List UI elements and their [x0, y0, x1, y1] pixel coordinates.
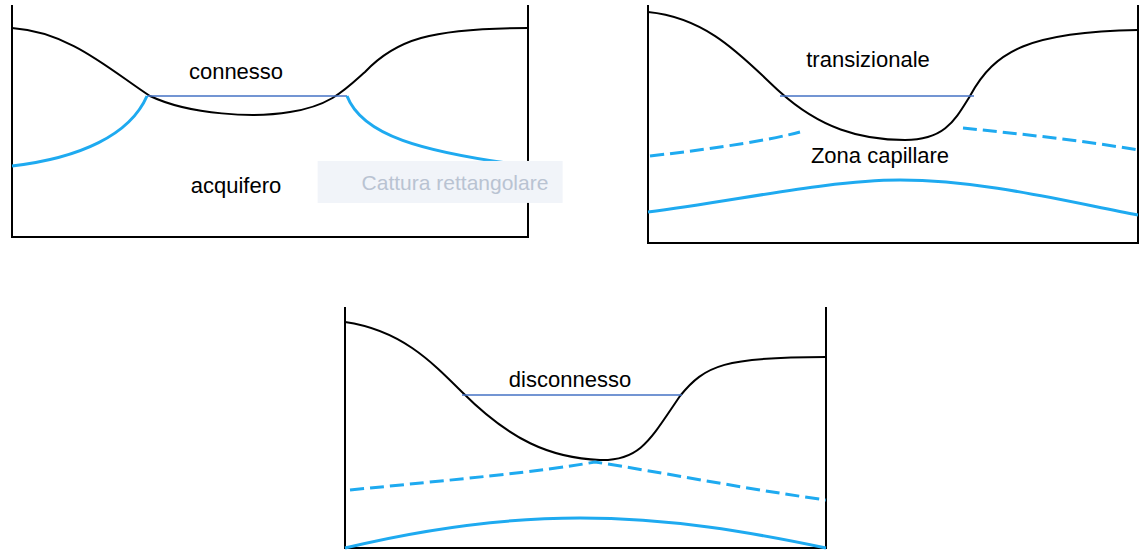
river-level [147, 95, 347, 96]
disconnected-panel [345, 307, 826, 548]
ground-surface [648, 12, 1138, 140]
river-level [462, 394, 682, 395]
type-label: disconnesso [506, 367, 634, 392]
capillary-fringe [650, 132, 800, 156]
panel-frame [345, 307, 826, 548]
zone-label: Zona capillare [808, 143, 952, 168]
watermark: Cattura rettangolare [318, 161, 563, 203]
ground-surface [12, 28, 528, 115]
capillary-fringe [963, 128, 1138, 150]
water-table [345, 518, 826, 548]
water-table [347, 96, 528, 166]
river-level [780, 95, 974, 96]
water-table [648, 180, 1138, 215]
zone-label: acquifero [188, 173, 285, 198]
capillary-fringe [350, 462, 826, 500]
transitional-panel [648, 5, 1138, 243]
water-table [12, 96, 147, 166]
panel-frame [648, 5, 1138, 243]
type-label: transizionale [803, 47, 933, 72]
ground-surface [345, 322, 826, 460]
type-label: connesso [186, 59, 286, 84]
